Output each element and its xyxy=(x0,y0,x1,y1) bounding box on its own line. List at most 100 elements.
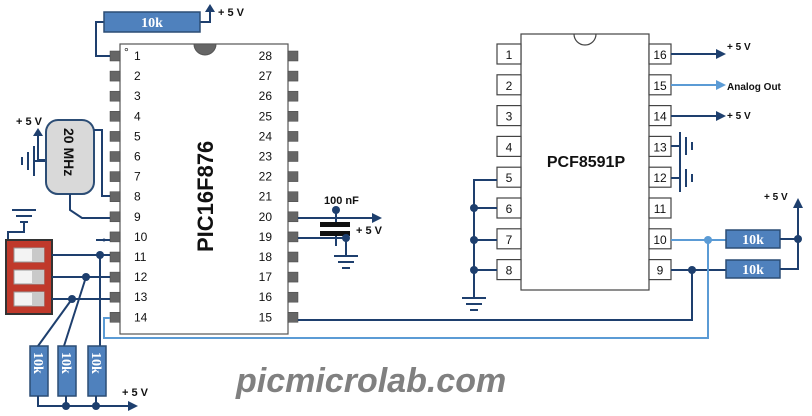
mclr-resistor-value: 10k xyxy=(141,16,163,31)
pcf-pin-label: 5 xyxy=(506,171,513,185)
pic-pin-label: 15 xyxy=(259,310,273,324)
pic-pin-27: 27 xyxy=(259,69,299,83)
pic-pin-24: 24 xyxy=(259,129,299,143)
pcf-pin-label: 6 xyxy=(506,202,513,216)
pcf-pin-14: 14 xyxy=(648,104,672,127)
pic-pin-label: 22 xyxy=(259,170,273,184)
pcf-left-pins: 1 2 3 4 5 6 7 8 xyxy=(496,43,522,281)
pic-pin-7: 7 xyxy=(109,170,141,184)
pic-pin-label: 4 xyxy=(134,109,141,123)
pcf-pin-10: 10 xyxy=(648,228,672,250)
pcf-right-wiring: + 5 V Analog Out + 5 V 10k 10k + xyxy=(671,42,803,279)
sw2-resistor-value: 10k xyxy=(58,352,73,374)
pic-pin-19: 19 xyxy=(259,230,299,244)
pcf-pin-5: 5 xyxy=(496,166,522,188)
pcf-pin-label: 16 xyxy=(653,48,667,62)
pic-pin-17: 17 xyxy=(259,270,299,284)
vcc-top-label: + 5 V xyxy=(218,7,245,19)
pcf-pin-8: 8 xyxy=(496,259,522,281)
vcc-pcf16-label: + 5 V xyxy=(727,42,751,53)
scl-resistor-value: 10k xyxy=(742,263,764,278)
pic-pin-label: 1 xyxy=(134,49,141,63)
pic-pin-label: 9 xyxy=(134,210,141,224)
pic-pin-label: 6 xyxy=(134,150,141,164)
pic-pin-25: 25 xyxy=(259,109,299,123)
pic-pin-label: 23 xyxy=(259,150,273,164)
sda-resistor-value: 10k xyxy=(742,233,764,248)
pcf-pin-label: 7 xyxy=(506,233,513,247)
pcf-pin-4: 4 xyxy=(496,135,522,157)
svg-text:°: ° xyxy=(124,45,129,59)
sw1-resistor: 10k xyxy=(29,345,49,397)
pic-pin-label: 12 xyxy=(134,270,148,284)
dip-switch xyxy=(5,209,110,315)
pcf-pin-label: 2 xyxy=(506,79,513,93)
pcf-pin-label: 10 xyxy=(653,233,667,247)
pcf-pin-label: 4 xyxy=(506,140,513,154)
pic-pin-9: 9 xyxy=(109,210,141,224)
pcf-pin-label: 15 xyxy=(653,79,667,93)
pic-pin-label: 10 xyxy=(134,230,148,244)
pic-pin-21: 21 xyxy=(259,190,299,204)
pic-pin-label: 28 xyxy=(259,49,273,63)
i2c-bus xyxy=(103,240,709,339)
pcf-pin-12: 12 xyxy=(648,166,672,188)
pic-pin-14: 14 xyxy=(109,310,148,324)
pic-pin-11: 11 xyxy=(109,250,147,264)
crystal: + 5 V 20 MHz xyxy=(16,116,110,219)
pcf-pin-label: 3 xyxy=(506,110,513,124)
pcf-pin-9: 9 xyxy=(648,259,672,281)
pic-pin-23: 23 xyxy=(259,150,299,164)
watermark: picmicrolab.com xyxy=(235,362,506,400)
pic-pin-20: 20 xyxy=(259,210,299,224)
pic-pin-label: 18 xyxy=(259,250,273,264)
pic-pin-label: 19 xyxy=(259,230,273,244)
pic-pin-label: 13 xyxy=(134,290,148,304)
pic-pin-label: 24 xyxy=(259,129,273,143)
pic-pin-2: 2 xyxy=(109,69,141,83)
sw1-resistor-value: 10k xyxy=(30,352,45,374)
sw3-resistor-value: 10k xyxy=(88,352,103,374)
pic-pin-label: 21 xyxy=(259,190,273,204)
pcf-pin-label: 8 xyxy=(506,264,513,278)
pic-pin-label: 16 xyxy=(259,290,273,304)
pic-name: PIC16F876 xyxy=(193,141,218,252)
pic-pin-28: 28 xyxy=(259,49,299,63)
pic-pin-label: 25 xyxy=(259,109,273,123)
cap-value-label: 100 nF xyxy=(324,195,359,207)
pcf-pin-label: 11 xyxy=(654,202,667,216)
pic-pin-10: 10 xyxy=(109,230,148,244)
pcf-pin-15: 15 xyxy=(648,74,672,96)
pic-pin-18: 18 xyxy=(259,250,299,264)
vcc-osc-label: + 5 V xyxy=(16,116,43,128)
pic-pin-label: 7 xyxy=(134,170,141,184)
pic-pin-4: 4 xyxy=(109,109,141,123)
pic-pin-26: 26 xyxy=(259,89,299,103)
pic-pin-label: 2 xyxy=(134,69,141,83)
pcf-pin-label: 1 xyxy=(506,48,513,62)
crystal-label: 20 MHz xyxy=(61,128,77,176)
pic-pin-3: 3 xyxy=(109,89,141,103)
pcf-pin-11: 11 xyxy=(648,197,672,219)
sw3-resistor: 10k xyxy=(87,345,107,397)
pic-pin-label: 3 xyxy=(134,89,141,103)
pic-right-pins: 28 27 26 25 24 23 22 21 20 19 18 17 16 15 xyxy=(259,49,299,324)
pcf-pin-7: 7 xyxy=(496,228,522,250)
pcf-pin-label: 12 xyxy=(653,171,667,185)
pcf-pin-label: 9 xyxy=(657,264,664,278)
pic-pin-16: 16 xyxy=(259,290,299,304)
pic-pin-5: 5 xyxy=(109,129,141,143)
pic-pin-label: 8 xyxy=(134,190,141,204)
pcf-address-ground xyxy=(462,179,497,311)
pic-pin-label: 5 xyxy=(134,129,141,143)
pic-pin-15: 15 xyxy=(259,310,299,324)
pcf-pin-13: 13 xyxy=(648,135,672,157)
pcf-pin-6: 6 xyxy=(496,197,522,219)
sw2-resistor: 10k xyxy=(57,345,77,397)
pic-pin-label: 26 xyxy=(259,89,273,103)
pcf-name: PCF8591P xyxy=(547,154,626,171)
